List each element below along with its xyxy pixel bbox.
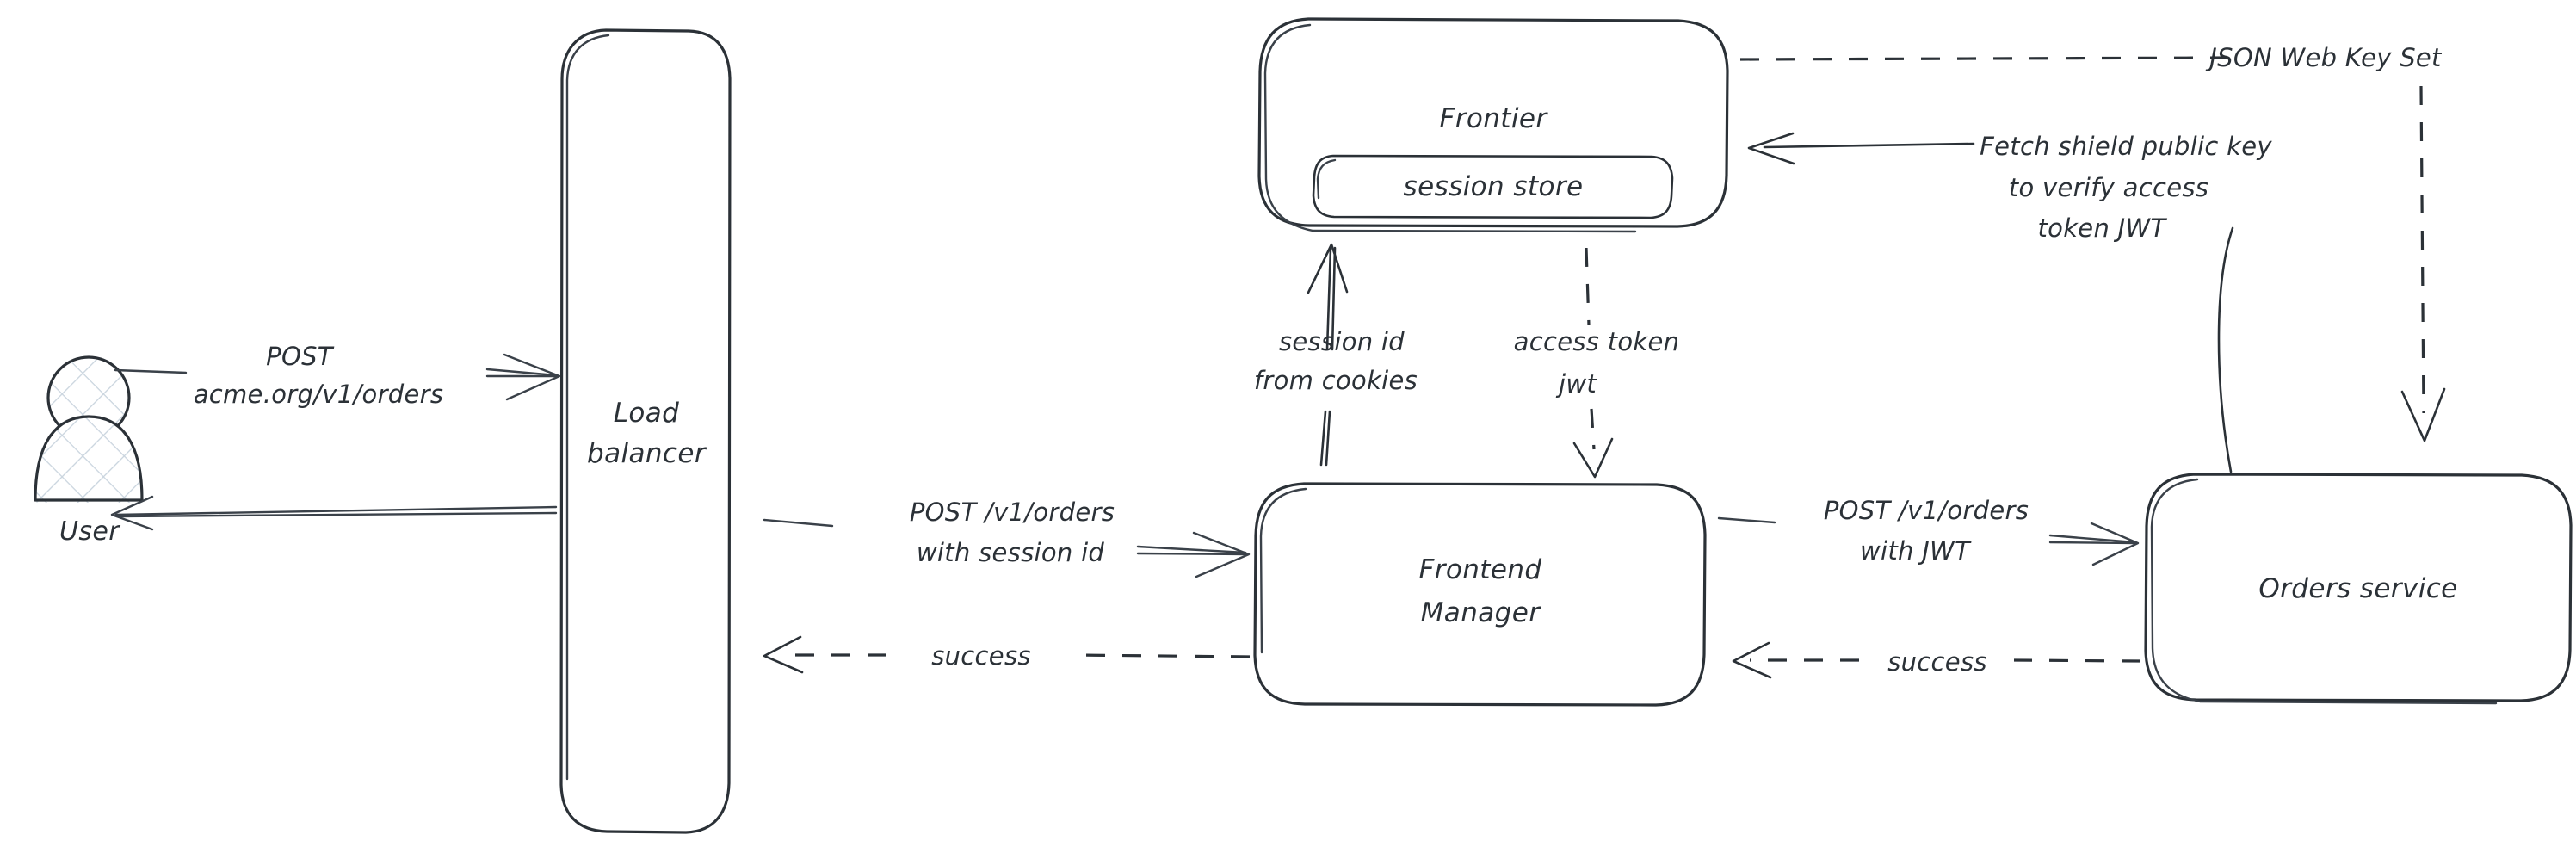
edge-lb-to-fm-line2 (1136, 552, 1249, 556)
edge-fm-to-orders-stub (1717, 516, 1776, 524)
edge-fm-to-lb-label: success (931, 641, 1031, 671)
frontier-label: Frontier (1440, 103, 1549, 134)
frontend-manager-shape (1253, 482, 1707, 707)
edge-user-to-lb-label-line1: POST (266, 342, 335, 371)
edge-orders-to-fm-arrowhead (1732, 641, 1772, 679)
edge-frontier-to-fm-label-line1: access token (1514, 327, 1680, 356)
edge-orders-to-fm-dash-right (2013, 658, 2141, 663)
edge-jwks-horizontal (1739, 56, 2228, 61)
edge-fm-to-frontier-line-upper2 (1331, 246, 1337, 351)
edge-orders-to-frontier: Fetch shield public key to verify access… (1747, 132, 2272, 473)
edge-frontier-to-fm-label-line2: jwt (1555, 369, 1597, 399)
edge-jwks-arrowhead (2400, 387, 2446, 442)
edge-fm-to-orders-label-line2: with JWT (1860, 536, 1972, 566)
session-store-node[interactable]: session store (1312, 154, 1674, 219)
edge-fm-to-frontier-line-upper (1325, 246, 1332, 351)
user-body-icon (35, 417, 142, 503)
load-balancer-shape (559, 28, 732, 834)
edge-orders-to-fm-label: success (1887, 647, 1987, 677)
edge-lb-to-fm-label-line1: POST /v1/orders (910, 498, 1115, 527)
edge-lb-to-fm-line (1136, 545, 1247, 554)
load-balancer-shape-inner (565, 34, 610, 781)
edge-fm-to-frontier-line-lower2 (1325, 410, 1331, 467)
edge-orders-to-frontier-curve (2217, 226, 2234, 473)
edge-lb-to-fm-stub (763, 518, 834, 528)
edge-load-balancer-to-user (110, 495, 558, 531)
edge-fm-to-frontier-line-lower (1319, 410, 1327, 467)
orders-service-shape (2144, 473, 2573, 702)
edge-fm-to-orders: POST /v1/orders with JWT (1717, 496, 2140, 566)
edge-fm-to-lb-dash-right (1073, 653, 1251, 658)
edge-frontier-to-fm-dash-lower (1590, 408, 1596, 450)
edge-fm-to-orders-arrowhead (2090, 522, 2140, 566)
edge-fm-to-frontier-label-line2: from cookies (1254, 366, 1418, 395)
frontend-manager-label-line2: Manager (1421, 597, 1542, 628)
edge-orders-to-frontier-horizontal (1763, 142, 1975, 149)
edge-frontend-manager-to-lb: success (763, 635, 1251, 674)
session-store-shape (1312, 154, 1674, 219)
frontend-manager-label-line1: Frontend (1419, 554, 1542, 585)
frontier-shape-inner (1263, 23, 1637, 233)
edge-fm-to-frontier: session id from cookies (1254, 243, 1418, 467)
user-node: User (34, 355, 144, 547)
user-label: User (59, 516, 120, 547)
edge-frontier-to-orders-jwks: JSON Web Key Set (1739, 43, 2446, 442)
edge-fm-to-orders-label-line1: POST /v1/orders (1824, 496, 2029, 525)
edge-jwks-vertical (2419, 85, 2425, 414)
frontend-manager-shape-inner (1259, 487, 1307, 654)
orders-service-label: Orders service (2258, 573, 2457, 604)
session-store-shape-inner (1316, 158, 1337, 200)
edge-orders-to-frontier-label-line3: token JWT (2038, 213, 2168, 243)
edge-frontier-to-fm-arrowhead (1572, 437, 1614, 479)
orders-service-node[interactable]: Orders service (2144, 473, 2573, 705)
edge-lb-to-user-line2 (115, 511, 558, 518)
edge-orders-to-frontier-label-line2: to verify access (2009, 173, 2208, 202)
load-balancer-node[interactable]: Load balancer (559, 28, 732, 834)
edge-fm-to-lb-arrowhead (763, 635, 804, 674)
user-body-outline (34, 415, 144, 502)
edge-lb-to-user-line (114, 505, 558, 516)
edge-lb-to-fm-label-line2: with session id (917, 538, 1105, 567)
load-balancer-label-line1: Load (614, 398, 680, 429)
frontend-manager-node[interactable]: Frontend Manager (1253, 482, 1707, 707)
edge-fm-to-orders-line (2048, 534, 2136, 544)
edge-user-to-lb-arrowhead (503, 353, 561, 401)
edge-fm-to-orders-line2 (2048, 541, 2138, 545)
load-balancer-label-line2: balancer (587, 438, 707, 469)
edge-lb-to-user-arrowhead (110, 495, 154, 531)
edge-lb-to-frontend-manager: POST /v1/orders with session id (763, 498, 1251, 578)
edge-orders-to-fm: success (1732, 641, 2141, 679)
orders-service-shape-inner (2150, 478, 2498, 705)
edge-lb-to-fm-arrowhead (1192, 531, 1251, 578)
edge-orders-to-frontier-arrowhead (1747, 132, 1795, 165)
edge-jwks-label: JSON Web Key Set (2205, 43, 2443, 72)
session-store-label: session store (1404, 171, 1584, 202)
edge-user-to-lb-line (485, 368, 558, 377)
user-head-icon (48, 357, 129, 438)
edge-user-to-lb-label-line2: acme.org/v1/orders (194, 380, 444, 409)
edge-frontier-to-fm-dash-upper (1585, 247, 1591, 326)
edge-user-to-load-balancer: POST acme.org/v1/orders (114, 342, 561, 409)
edge-frontier-to-fm: access token jwt (1514, 247, 1680, 479)
edge-fm-to-frontier-arrowhead (1307, 243, 1349, 294)
edge-fm-to-frontier-label-line1: session id (1279, 327, 1405, 356)
edge-orders-to-frontier-label-line1: Fetch shield public key (1980, 132, 2272, 161)
frontier-node[interactable]: Frontier session store (1257, 17, 1729, 233)
edge-user-to-lb-stub (114, 368, 188, 374)
